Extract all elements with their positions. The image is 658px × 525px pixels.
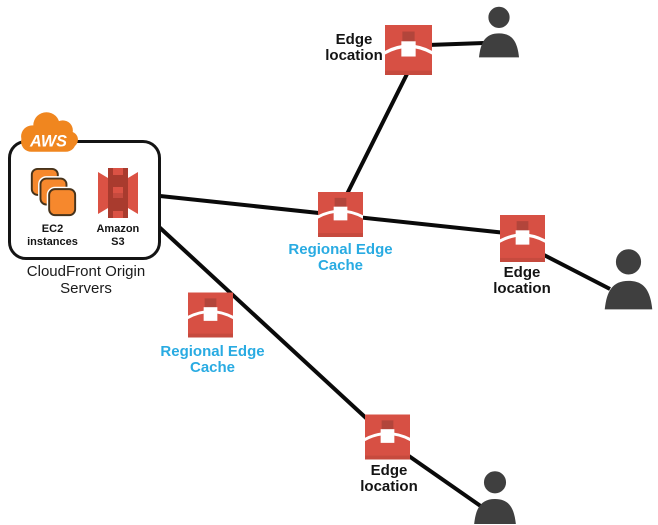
person-icon-top-right (477, 4, 521, 58)
regional-left-label-line2: Cache (189, 359, 236, 376)
s3-label-line2: S3 (111, 236, 125, 248)
aws-logo-text: AWS (29, 133, 67, 151)
origin-caption: CloudFront Origin Servers (26, 263, 146, 297)
ec2-instances-icon (30, 167, 78, 218)
s3-label-line1: Amazon (96, 223, 140, 235)
regional-middle-label-line2: Cache (317, 257, 364, 274)
regional-edge-cache-left-label: Regional Edge Cache (160, 344, 265, 376)
edge-right-label-line2: location (493, 280, 551, 297)
line-edge-right-to-user-right (541, 252, 611, 291)
ec2-label-line1: EC2 (41, 223, 64, 235)
ec2-label-line2: instances (27, 236, 78, 248)
ec2-label: EC2 instances (27, 223, 78, 249)
edge-location-right-label: Edge location (488, 265, 556, 297)
cloudfront-cache-icon-regional-left (188, 292, 233, 338)
aws-cloud-logo: AWS (21, 112, 78, 152)
line-edge-top-to-regional-middle (344, 69, 411, 197)
amazon-s3-item: Amazon S3 (94, 167, 142, 249)
cloudfront-cache-icon-edge-bottom (365, 414, 410, 460)
amazon-s3-icon (97, 168, 138, 218)
line-origin-to-edge-bottom (156, 224, 394, 444)
regional-middle-label-line1: Regional Edge (288, 241, 393, 258)
edge-bottom-label-line2: location (360, 478, 418, 495)
edge-right-label-line1: Edge (503, 264, 541, 281)
edge-location-bottom-label: Edge location (355, 463, 423, 495)
s3-label: Amazon S3 (96, 223, 139, 249)
edge-top-label-line1: Edge (335, 31, 373, 48)
regional-edge-cache-middle-label: Regional Edge Cache (288, 242, 393, 274)
person-icon-middle-right (603, 246, 654, 310)
cloudfront-cache-icon-edge-right (500, 215, 545, 262)
cloudfront-origin-servers-box: EC2 instances Amazon S3 (8, 140, 161, 260)
regional-left-label-line1: Regional Edge (160, 343, 265, 360)
edge-location-top-label: Edge location (322, 32, 386, 64)
cloudfront-cache-icon-edge-top (385, 25, 432, 75)
line-edge-top-to-user-top (427, 41, 485, 47)
person-icon-bottom-right (472, 468, 518, 525)
ec2-instances-item: EC2 instances (27, 167, 78, 249)
line-edge-bottom-to-user-bottom (404, 452, 484, 509)
cloudfront-cache-icon-regional-middle (318, 192, 363, 237)
edge-top-label-line2: location (325, 47, 383, 64)
edge-bottom-label-line1: Edge (370, 462, 408, 479)
